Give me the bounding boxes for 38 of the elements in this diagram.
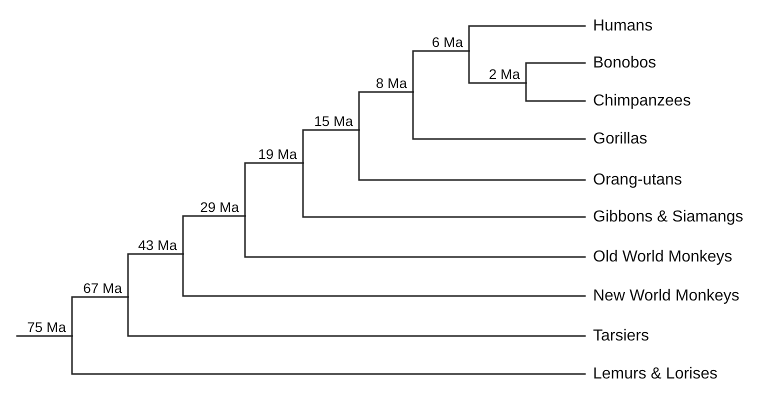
branch-line	[302, 162, 586, 218]
divergence-time-label: 8 Ma	[376, 75, 413, 92]
branch-line	[525, 82, 586, 102]
branch-line	[182, 215, 246, 255]
taxon-label: Orang-utans	[585, 170, 682, 190]
branch-line	[244, 162, 304, 217]
branch-line	[468, 50, 527, 84]
divergence-time-label: 6 Ma	[432, 34, 469, 51]
branch-line	[182, 253, 586, 297]
branch-line	[358, 129, 586, 181]
divergence-time-label: 2 Ma	[488, 66, 526, 83]
taxon-label: Bonobos	[585, 54, 656, 72]
branch-line	[127, 253, 184, 298]
taxon-label: New World Monkeys	[585, 286, 740, 306]
divergence-time-label: 67 Ma	[83, 280, 128, 297]
root-branch-line	[16, 335, 73, 337]
branch-line	[412, 91, 586, 140]
branch-line	[412, 50, 470, 93]
branch-line	[302, 129, 360, 164]
branch-line	[71, 296, 129, 337]
branch-line	[525, 62, 586, 84]
taxon-label: Lemurs & Lorises	[585, 364, 718, 384]
branch-line	[244, 215, 586, 258]
divergence-time-label: 15 Ma	[314, 113, 359, 130]
taxon-label: Gibbons & Siamangs	[585, 208, 744, 226]
branch-line	[358, 91, 414, 131]
divergence-time-label: 19 Ma	[258, 146, 303, 163]
taxon-label: Old World Monkeys	[585, 248, 732, 266]
branch-line	[127, 296, 586, 337]
branch-line	[468, 25, 586, 52]
divergence-time-label: 29 Ma	[200, 199, 245, 216]
divergence-time-label: 43 Ma	[138, 237, 183, 254]
branch-line	[71, 335, 586, 375]
divergence-time-label: 75 Ma	[27, 319, 72, 336]
taxon-label: Gorillas	[585, 130, 648, 148]
taxon-label: Chimpanzees	[585, 92, 691, 110]
taxon-label: Humans	[585, 16, 653, 36]
taxon-label: Tarsiers	[585, 326, 650, 346]
